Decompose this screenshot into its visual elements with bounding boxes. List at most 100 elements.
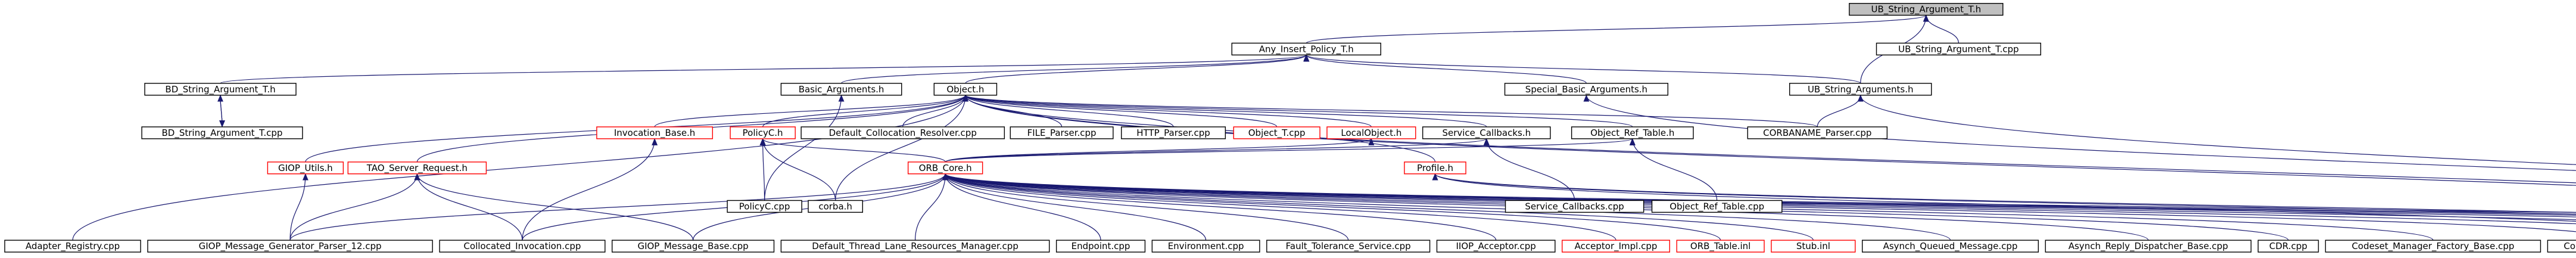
node-label: IIOP_Acceptor.cpp	[1456, 241, 1535, 252]
dependency-edge-policyc_cpp-to-policyc_h	[759, 138, 766, 201]
dependency-edge-policyc_cpp-to-basic_arguments_h	[764, 94, 845, 201]
node-label: GIOP_Utils.h	[278, 163, 333, 174]
node-ub-string-arguments-h[interactable]: UB_String_Arguments.h	[1789, 83, 1932, 96]
node-giop-utils-h[interactable]: GIOP_Utils.h	[267, 161, 344, 175]
node-label: Special_Basic_Arguments.h	[1525, 84, 1647, 95]
node-profile-h[interactable]: Profile.h	[1404, 161, 1466, 175]
node-box	[1771, 240, 1856, 253]
node-service-callbacks-h[interactable]: Service_Callbacks.h	[1422, 126, 1551, 139]
node-box	[596, 126, 714, 139]
node-box	[808, 200, 863, 213]
node-policyc-cpp[interactable]: PolicyC.cpp	[727, 200, 802, 213]
node-ub-string-argument-t-cpp[interactable]: UB_String_Argument_T.cpp	[1876, 42, 2041, 55]
node-corbaname-parser-cpp[interactable]: CORBANAME_Parser.cpp	[1747, 126, 1888, 139]
node-label: Codeset_Manager_Factory_Base.cpp	[2351, 241, 2514, 252]
node-environment-cpp[interactable]: Environment.cpp	[1151, 240, 1260, 253]
dependency-edge-dll_parser_cpp-to-object_h	[963, 94, 2576, 184]
node-label: Endpoint.cpp	[1071, 241, 1130, 251]
node-tao-server-request-h[interactable]: TAO_Server_Request.h	[347, 161, 487, 175]
dependency-edge-object_h-to-any_insert_policy_t_h	[965, 54, 1309, 84]
graph-nodes: UB_String_Argument_T.hUB_String_Argument…	[4, 2, 2576, 253]
node-box	[1562, 240, 1671, 253]
dependency-edge-fault_tolerance_service_cpp-to-orb_core_h	[942, 173, 1349, 241]
dependency-edge-orb_core_h-to-object_ref_table_h	[945, 138, 1636, 163]
node-giop-message-base-cpp[interactable]: GIOP_Message_Base.cpp	[611, 240, 775, 253]
node-orb-core-h[interactable]: ORB_Core.h	[907, 161, 983, 175]
node-iiop-acceptor-cpp[interactable]: IIOP_Acceptor.cpp	[1436, 240, 1556, 253]
node-file-parser-cpp[interactable]: FILE_Parser.cpp	[1010, 126, 1114, 139]
dependency-edge-default_thread_lane_resources_manager_cpp-to-orb_core_h	[914, 173, 949, 241]
node-label: TAO_Server_Request.h	[366, 163, 468, 174]
node-any-insert-policy-t-h[interactable]: Any_Insert_Policy_T.h	[1231, 42, 1381, 55]
node-stub-inl[interactable]: Stub.inl	[1771, 240, 1856, 253]
node-box	[141, 126, 303, 139]
node-box	[1231, 42, 1381, 55]
node-bd-string-argument-t-h[interactable]: BD_String_Argument_T.h	[144, 83, 297, 96]
node-default-collocation-resolver-cpp[interactable]: Default_Collocation_Resolver.cpp	[800, 126, 1005, 139]
dependency-edge-acceptor_impl_cpp-to-orb_core_h	[942, 173, 1616, 241]
node-label: Adapter_Registry.cpp	[26, 241, 120, 252]
dependency-edge-corba_h-to-policyc_h	[759, 138, 836, 201]
node-collocated-invocation-cpp[interactable]: Collocated_Invocation.cpp	[439, 240, 606, 253]
node-corba-h[interactable]: corba.h	[808, 200, 863, 213]
node-localobject-h[interactable]: LocalObject.h	[1326, 126, 1416, 139]
node-box	[147, 240, 433, 253]
node-http-parser-cpp[interactable]: HTTP_Parser.cpp	[1121, 126, 1226, 139]
node-object-ref-table-cpp[interactable]: Object_Ref_Table.cpp	[1651, 200, 1783, 213]
node-box	[1505, 200, 1644, 213]
node-fault-tolerance-service-cpp[interactable]: Fault_Tolerance_Service.cpp	[1266, 240, 1431, 253]
node-bd-string-argument-t-cpp[interactable]: BD_String_Argument_T.cpp	[141, 126, 303, 139]
dependency-edge-corbaname_parser_cpp-to-ub_string_arguments_h	[1817, 94, 1864, 128]
node-endpoint-cpp[interactable]: Endpoint.cpp	[1055, 240, 1146, 253]
node-connection-handler-cpp[interactable]: Connection_Handler.cpp	[2547, 240, 2576, 253]
node-default-thread-lane-resources-manager-cpp[interactable]: Default_Thread_Lane_Resources_Manager.cp…	[780, 240, 1050, 253]
node-object-t-cpp[interactable]: Object_T.cpp	[1233, 126, 1320, 139]
dependency-edge-remote_object_proxy_broker_cpp-to-ub_string_arguments_h	[1857, 94, 2576, 165]
node-orb-table-inl[interactable]: ORB_Table.inl	[1676, 240, 1765, 253]
node-label: Object_T.cpp	[1248, 128, 1306, 139]
dependency-edge-adapter_registry_cpp-to-object_h	[72, 94, 968, 241]
node-basic-arguments-h[interactable]: Basic_Arguments.h	[780, 83, 902, 96]
node-cdr-cpp[interactable]: CDR.cpp	[2257, 240, 2319, 253]
node-invocation-base-h[interactable]: Invocation_Base.h	[596, 126, 714, 139]
node-box	[1651, 200, 1783, 213]
node-box	[2325, 240, 2541, 253]
node-object-ref-table-h[interactable]: Object_Ref_Table.h	[1571, 126, 1694, 139]
node-asynch-queued-message-cpp[interactable]: Asynch_Queued_Message.cpp	[1861, 240, 2039, 253]
node-label: Object_Ref_Table.h	[1590, 128, 1674, 139]
node-label: PolicyC.h	[743, 128, 783, 138]
node-box	[2547, 240, 2576, 253]
dependency-edge-environment_cpp-to-orb_core_h	[942, 173, 1207, 241]
node-label: Service_Callbacks.cpp	[1525, 201, 1624, 212]
node-label: Asynch_Reply_Dispatcher_Base.cpp	[2069, 241, 2228, 252]
node-box	[780, 240, 1050, 253]
node-label: Service_Callbacks.h	[1442, 128, 1531, 139]
node-label: CORBANAME_Parser.cpp	[1763, 128, 1871, 139]
node-label: Any_Insert_Policy_T.h	[1259, 43, 1354, 55]
dependency-edge-corbaname_parser_cpp-to-object_h	[963, 94, 1818, 128]
dependency-edge-dll_parser_cpp-to-orb_core_h	[942, 173, 2576, 215]
node-box	[144, 83, 297, 96]
node-service-callbacks-cpp[interactable]: Service_Callbacks.cpp	[1505, 200, 1644, 213]
node-box	[1849, 2, 2004, 16]
dependency-edge-bd_string_argument_t_h-to-bd_string_argument_t_cpp	[219, 95, 225, 128]
dependency-edge-orb_core_h-to-localobject_h	[945, 138, 1374, 163]
node-label: Default_Thread_Lane_Resources_Manager.cp…	[812, 241, 1018, 252]
node-codeset-manager-factory-base-cpp[interactable]: Codeset_Manager_Factory_Base.cpp	[2325, 240, 2541, 253]
node-policyc-h[interactable]: PolicyC.h	[730, 126, 796, 139]
node-box	[1747, 126, 1888, 139]
node-special-basic-arguments-h[interactable]: Special_Basic_Arguments.h	[1504, 83, 1669, 96]
node-adapter-registry-cpp[interactable]: Adapter_Registry.cpp	[4, 240, 141, 253]
node-box	[1571, 126, 1694, 139]
node-box	[727, 200, 802, 213]
dependency-edge-ub_string_arguments_h-to-any_insert_policy_t_h	[1303, 54, 1861, 84]
node-acceptor-impl-cpp[interactable]: Acceptor_Impl.cpp	[1562, 240, 1671, 253]
node-box	[2257, 240, 2319, 253]
node-label: PolicyC.cpp	[739, 201, 790, 212]
dependency-edge-remote_object_proxy_broker_cpp-to-special_basic_arguments_h	[1583, 94, 2576, 171]
dependency-edge-ub_string_argument_t_cpp-to-ub_string_argument_t_h	[1923, 14, 1959, 43]
node-giop-message-generator-parser-12-cpp[interactable]: GIOP_Message_Generator_Parser_12.cpp	[147, 240, 433, 253]
node-object-h[interactable]: Object.h	[933, 83, 998, 96]
node-asynch-reply-dispatcher-base-cpp[interactable]: Asynch_Reply_Dispatcher_Base.cpp	[2045, 240, 2252, 253]
